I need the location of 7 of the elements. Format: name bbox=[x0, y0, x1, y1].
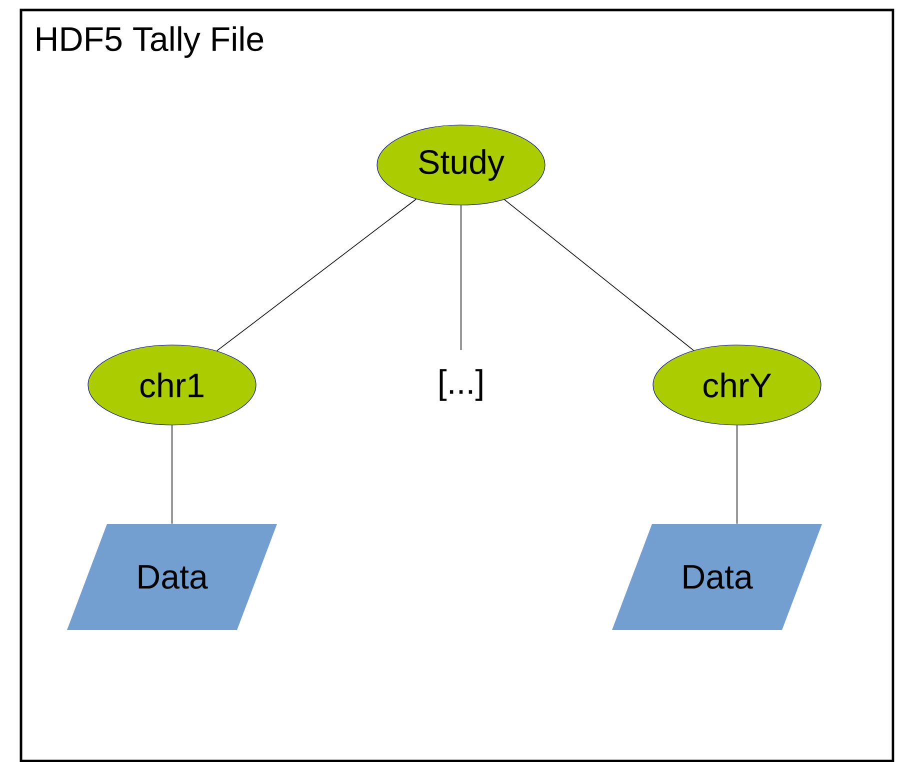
connector-line bbox=[216, 198, 417, 352]
data-parallelogram: Data bbox=[612, 524, 822, 630]
data-parallelogram: Data bbox=[67, 524, 277, 630]
ellipsis-text: [...] bbox=[440, 369, 482, 401]
connector-line bbox=[460, 204, 462, 350]
connector-line bbox=[736, 424, 738, 524]
connector-line bbox=[504, 199, 694, 351]
